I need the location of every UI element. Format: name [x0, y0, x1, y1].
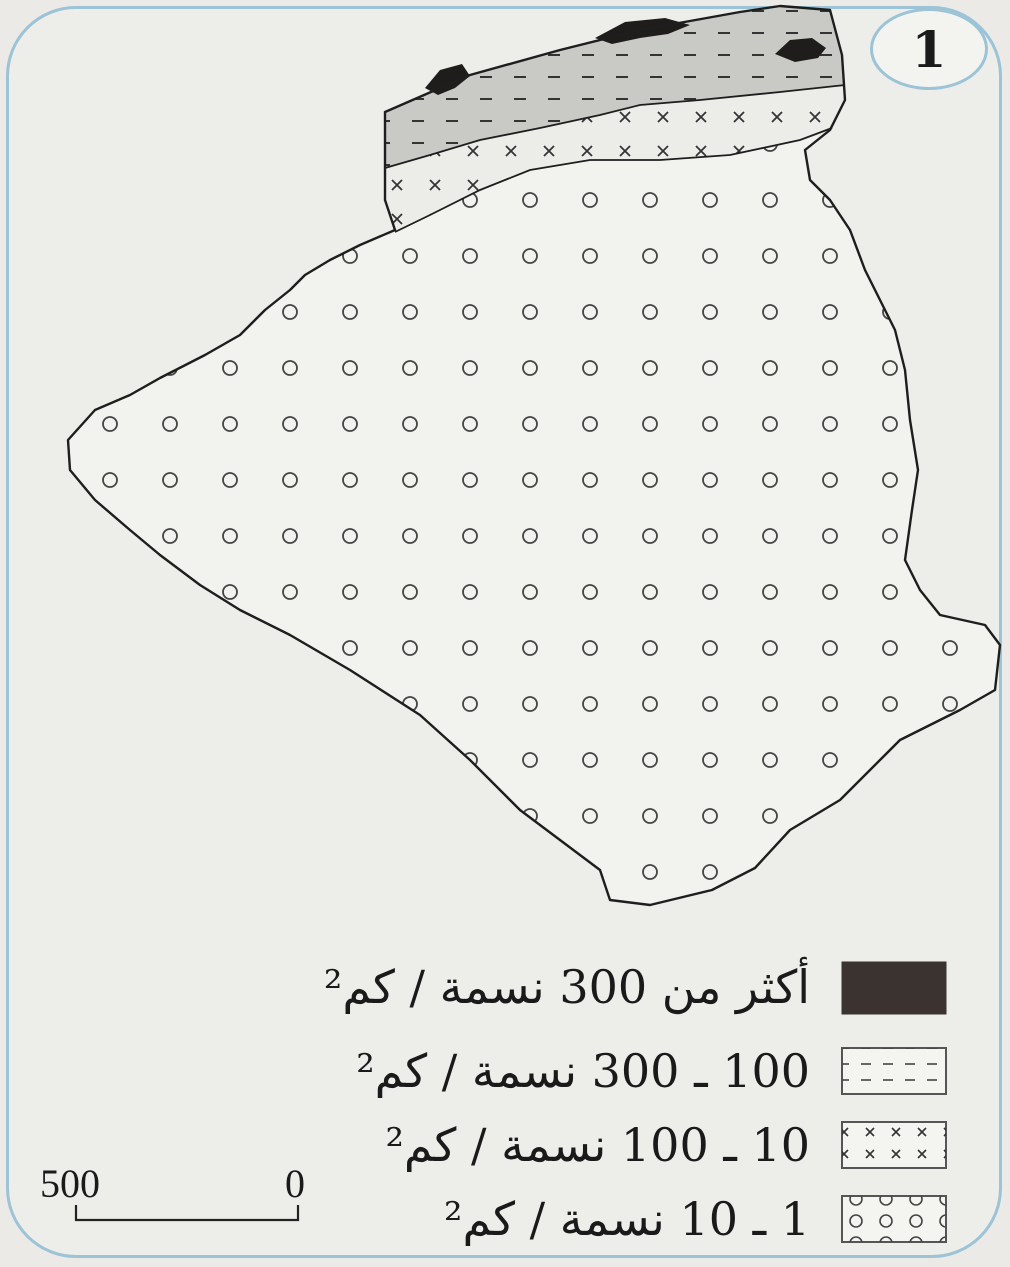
- legend-label-1-10: 1 ـ 10 نسمة / كم²: [444, 1192, 810, 1246]
- legend-row-1-10: 1 ـ 10 نسمة / كم²: [444, 1190, 810, 1248]
- scale-label-500: 500: [40, 1161, 100, 1206]
- legend-label-over-300: أكثر من 300 نسمة / كم²: [323, 960, 810, 1014]
- scale-label-0: 0: [285, 1161, 305, 1206]
- legend-row-10-100: 10 ـ 100 نسمة / كم²: [385, 1116, 810, 1174]
- country-outline: [66, 4, 1002, 907]
- legend-row-100-300: 100 ـ 300 نسمة / كم²: [356, 1042, 810, 1100]
- legend-row-over-300: أكثر من 300 نسمة / كم²: [324, 958, 810, 1016]
- swatch-over-300: [841, 961, 947, 1015]
- boundary-dashes-crosses: [384, 84, 846, 169]
- legend-label-10-100: 10 ـ 100 نسمة / كم²: [385, 1118, 810, 1172]
- legend-label-100-300: 100 ـ 300 نسمة / كم²: [356, 1044, 810, 1098]
- scale-bar: [74, 1205, 300, 1222]
- map-number: 1: [911, 19, 947, 79]
- boundary-crosses-circles: [394, 127, 833, 233]
- map-number-badge: 1: [870, 8, 988, 90]
